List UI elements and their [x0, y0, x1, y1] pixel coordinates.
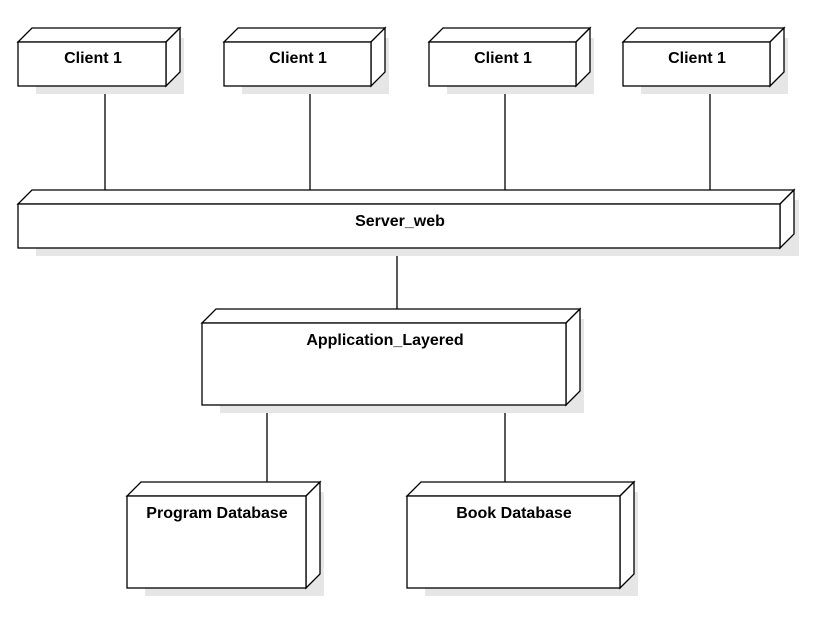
- node-server-web[interactable]: Server_web: [16, 188, 799, 256]
- node-program-database[interactable]: Program Database: [125, 480, 324, 596]
- node-client-1b[interactable]: Client 1: [222, 26, 389, 94]
- node-label: Client 1: [668, 50, 726, 67]
- node-label: Program Database: [146, 505, 287, 522]
- node-label: Client 1: [269, 50, 327, 67]
- node-client-1c[interactable]: Client 1: [427, 26, 594, 94]
- node-label: Server_web: [355, 213, 445, 230]
- node-application-layered[interactable]: Application_Layered: [200, 307, 584, 413]
- node-label: Client 1: [474, 50, 532, 67]
- node-label: Client 1: [64, 50, 122, 67]
- node-book-database[interactable]: Book Database: [405, 480, 638, 596]
- node-label: Book Database: [456, 505, 572, 522]
- connectors: [104, 86, 711, 482]
- node-label: Application_Layered: [306, 332, 463, 349]
- node-client-1a[interactable]: Client 1: [16, 26, 184, 94]
- node-client-1d[interactable]: Client 1: [621, 26, 788, 94]
